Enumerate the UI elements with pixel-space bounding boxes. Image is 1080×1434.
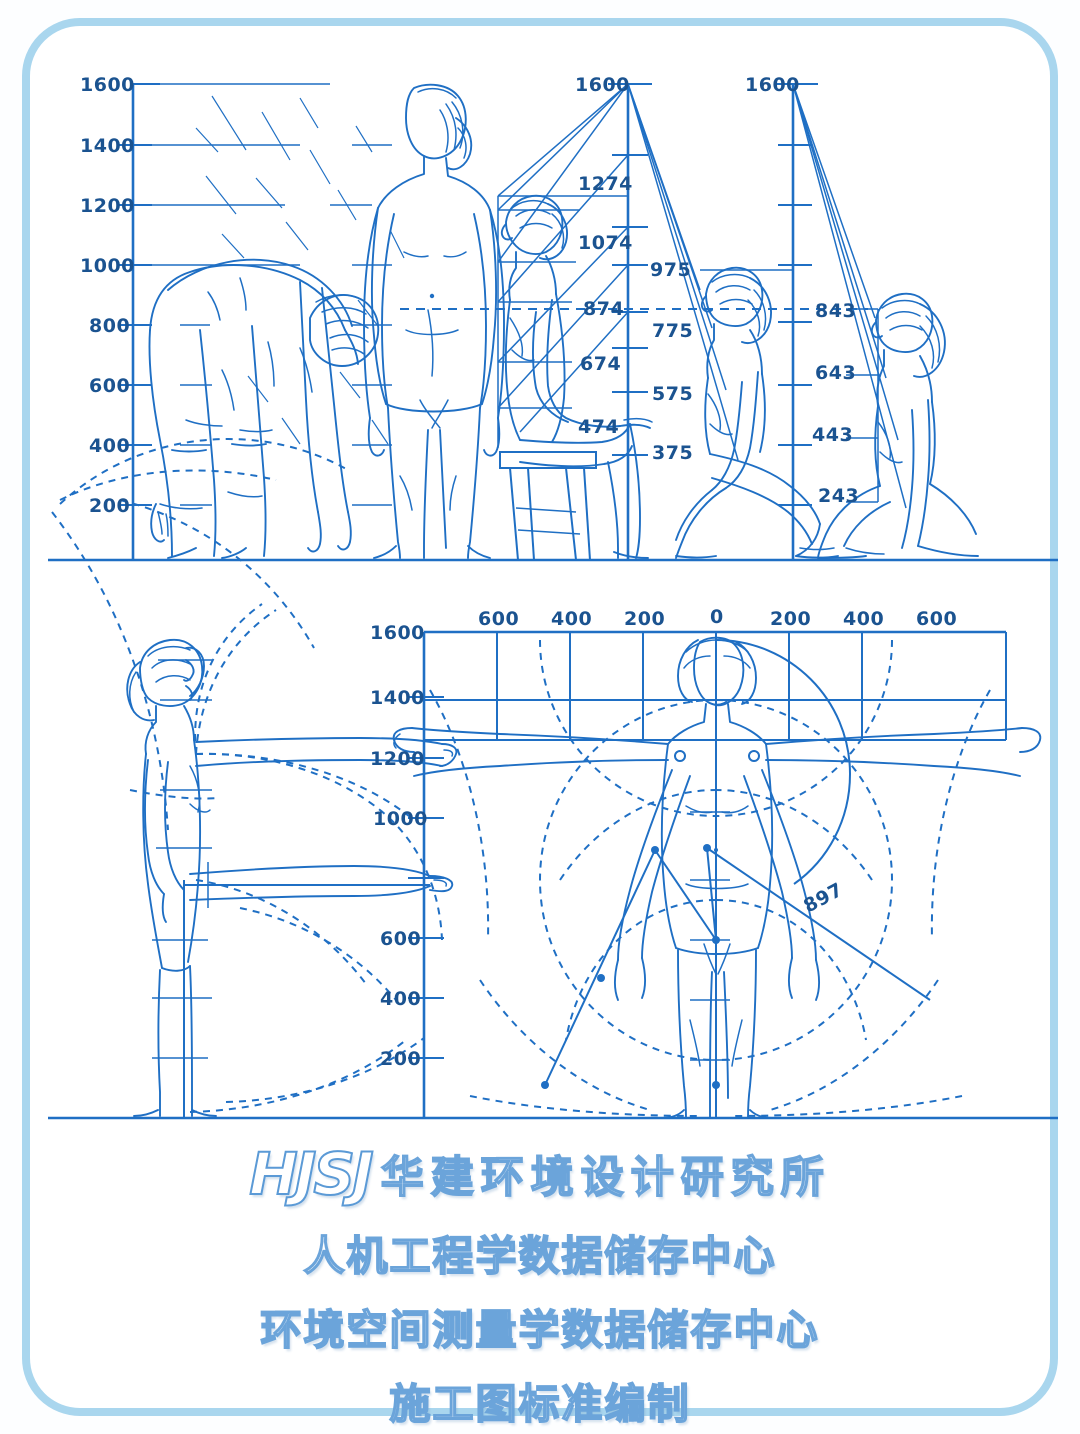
axis-label-center-right-3: 375 [652, 442, 694, 464]
axis-label-center-left-0: 1274 [578, 173, 633, 195]
axis-label-right-top: 1600 [745, 74, 800, 96]
sitting-floor-figure [817, 292, 979, 559]
axis-label-center-left-3: 674 [580, 353, 622, 375]
axis-label-center-left-1: 1074 [578, 232, 633, 254]
side-profile-reach-figure [126, 638, 458, 1118]
left-height-axis [118, 83, 330, 560]
hjsj-logo-mark: HJSJ [248, 1139, 375, 1209]
axis-label-lower-left-0: 1600 [370, 622, 425, 644]
brand-line-1: 人机工程学数据储存中心 [303, 1231, 777, 1281]
lower-grid [423, 630, 1007, 1118]
axis-label-lower-top-6: 600 [916, 608, 958, 630]
axis-label-center-left-4: 474 [578, 416, 620, 438]
center-eye-axis [497, 83, 739, 560]
axis-label-lower-top-4: 200 [770, 608, 812, 630]
kneeling-figure [675, 266, 839, 559]
standing-front-figure [363, 83, 505, 559]
axis-label-upper-left-3: 1000 [80, 255, 135, 277]
axis-label-center-top: 1600 [575, 74, 630, 96]
axis-label-lower-left-5: 400 [380, 988, 422, 1010]
axis-label-center-right-1: 775 [652, 320, 694, 342]
axis-label-upper-left-2: 1200 [80, 195, 135, 217]
brand-block: HJSJ 华建环境设计研究所 人机工程学数据储存中心 环境空间测量学数据储存中心… [0, 1139, 1080, 1430]
ground-lines [48, 558, 1058, 1120]
axis-label-upper-left-4: 800 [89, 315, 131, 337]
axis-label-lower-top-0: 600 [478, 608, 520, 630]
axis-label-upper-left-5: 600 [89, 375, 131, 397]
axis-label-right-0: 843 [815, 300, 857, 322]
axis-label-lower-top-1: 400 [551, 608, 593, 630]
axis-label-center-right-2: 575 [652, 383, 694, 405]
brand-title-row: HJSJ 华建环境设计研究所 [0, 1139, 1080, 1209]
brand-line-3: 施工图标准编制 [389, 1379, 691, 1429]
axis-label-center-right-0: 975 [650, 259, 692, 281]
axis-label-lower-left-2: 1200 [370, 748, 425, 770]
axis-label-right-2: 443 [812, 424, 854, 446]
axis-label-lower-left-3: 1000 [373, 808, 428, 830]
axis-label-lower-left-1: 1400 [370, 687, 425, 709]
axis-label-right-1: 643 [815, 362, 857, 384]
shoulder-sweep-arc [715, 639, 852, 885]
angular-reach-lines [541, 844, 931, 1089]
axis-label-right-3: 243 [818, 485, 860, 507]
axis-label-lower-top-5: 400 [843, 608, 885, 630]
right-kneel-axis [700, 83, 907, 560]
upper-panel [118, 83, 979, 561]
axis-label-lower-left-6: 200 [380, 1048, 422, 1070]
company-name: 华建环境设计研究所 [380, 1152, 831, 1204]
axis-label-lower-left-4: 600 [380, 928, 422, 950]
axis-label-upper-left-1: 1400 [80, 135, 135, 157]
card-frame [22, 18, 1058, 1416]
axis-label-center-left-2: 874 [583, 298, 625, 320]
side-reach-arcs [51, 438, 443, 1113]
front-view-reach-figure [392, 636, 1042, 1119]
axis-label-lower-top-3: 0 [710, 606, 724, 628]
axis-label-upper-left-0: 1600 [80, 74, 135, 96]
brand-line-2: 环境空间测量学数据储存中心 [260, 1305, 820, 1355]
bending-forward-figure [148, 95, 405, 559]
axis-label-lower-top-2: 200 [624, 608, 666, 630]
axis-label-upper-left-6: 400 [89, 435, 131, 457]
seated-on-stool-figure [499, 194, 653, 561]
axis-label-upper-left-7: 200 [89, 495, 131, 517]
lower-panel [51, 438, 1042, 1119]
